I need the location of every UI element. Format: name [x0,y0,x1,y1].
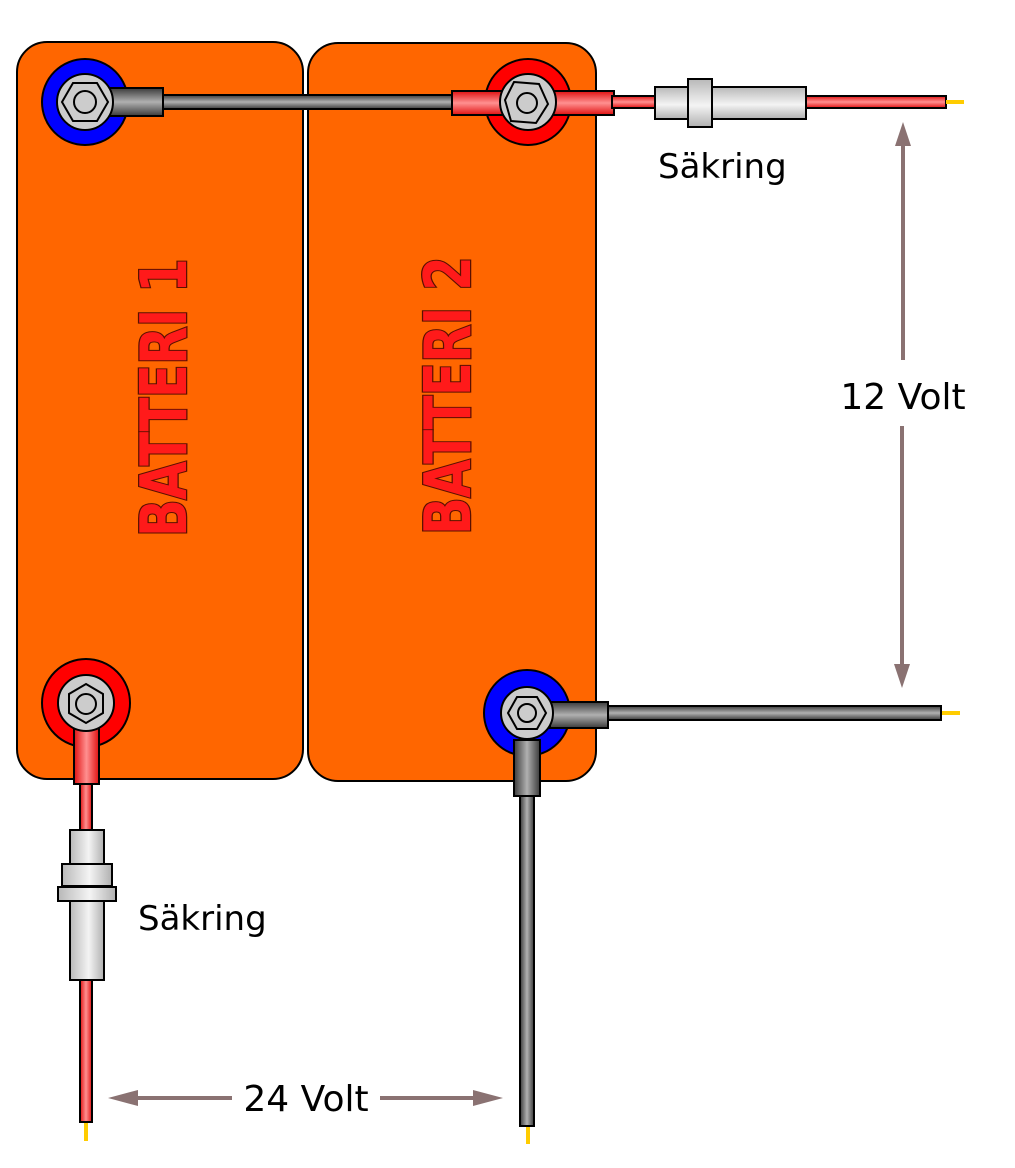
cable-lug [513,739,541,797]
nut-icon [500,686,554,740]
fuse-top [654,78,807,128]
negative-output-wire-bottom [519,789,535,1127]
fuse-bottom-label: Säkring [138,899,267,939]
nut-icon [56,73,114,131]
nut-icon [57,674,115,732]
interconnect-wire [159,94,461,110]
voltage-24-dimension-arrow [108,1090,503,1106]
negative-output-wire-right [599,705,942,721]
battery-2-body [307,42,597,782]
voltage-24-label: 24 Volt [243,1079,368,1120]
cable-lug [106,87,164,117]
nut-icon [499,73,557,131]
voltage-12-label: 12 Volt [840,377,965,418]
cable-lug [73,727,100,785]
battery-2-label: BATTERI 2 [411,257,486,535]
battery-1-body [16,41,304,780]
battery-1-label: BATTERI 1 [127,259,202,537]
fuse-bottom [57,829,117,981]
voltage-12-dimension-arrow [894,122,911,688]
fuse-top-label: Säkring [658,147,787,187]
cable-lug [549,701,609,729]
